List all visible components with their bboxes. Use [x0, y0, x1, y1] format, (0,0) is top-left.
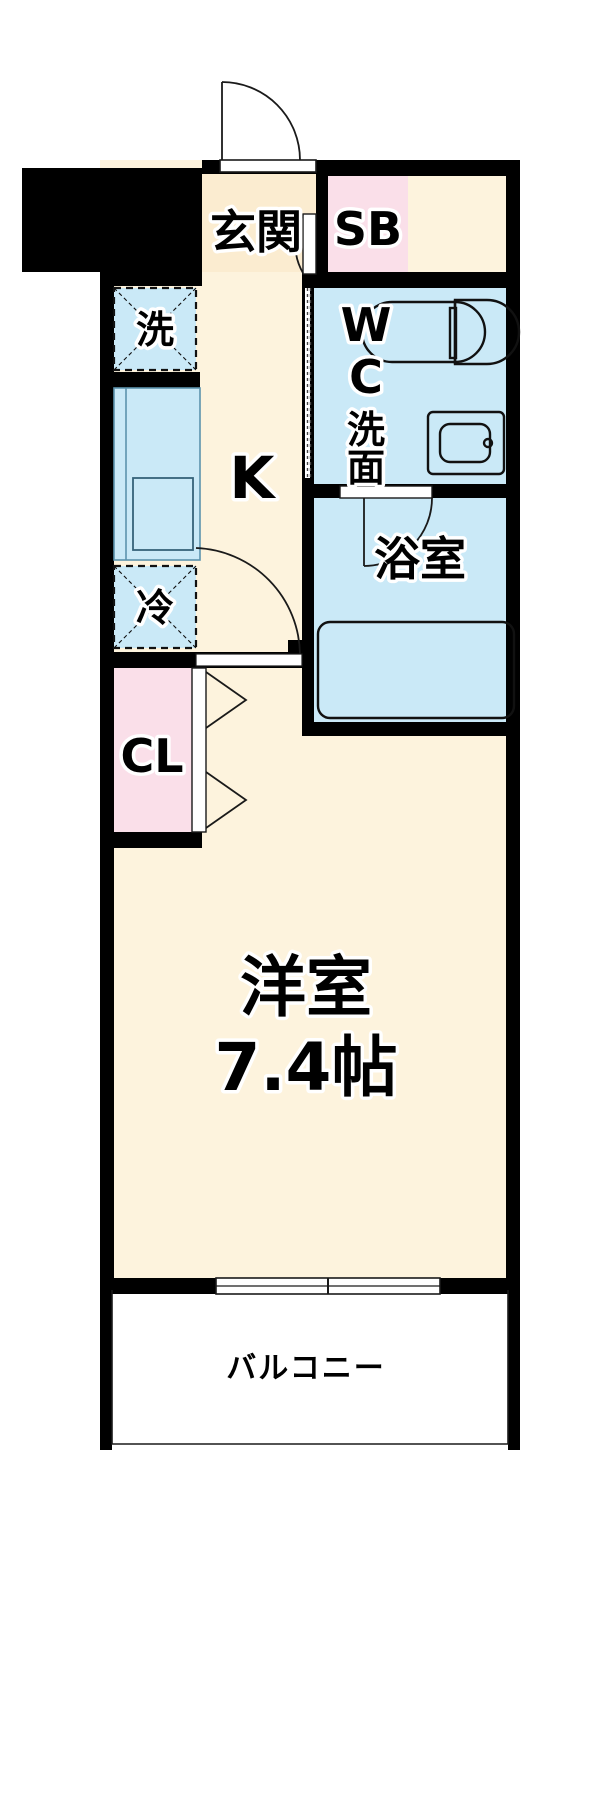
label-senmen-2: 面 [347, 446, 385, 490]
kitchen-counter [113, 387, 201, 561]
wall-top-right [316, 160, 520, 176]
washbasin-icon [426, 410, 506, 476]
washer-slot [112, 286, 198, 372]
wall-wc-top [312, 272, 520, 288]
room-wc-washroom [312, 286, 520, 484]
label-senmen-1: 洗 [347, 408, 385, 452]
wall-right-main [506, 280, 520, 1292]
bath-door [339, 485, 433, 567]
wall-bath-bottom [302, 722, 520, 736]
wall-bottom-left [100, 1278, 216, 1294]
floor-balcony [100, 1290, 520, 1450]
wc-sliding-door [305, 288, 312, 478]
label-balcony: バルコニー [226, 1351, 385, 1386]
fridge-slot [112, 564, 198, 650]
wall-left-main [100, 272, 114, 1292]
wall-top-left-block [22, 168, 202, 272]
balcony-window [215, 1277, 441, 1295]
toilet-icon [360, 298, 521, 366]
label-sb: SB [334, 202, 402, 256]
room-closet [112, 668, 192, 832]
genkan-inner-door [246, 213, 317, 275]
label-wc-w: W [341, 298, 392, 352]
label-main-room-size: 7.4帖 [215, 1029, 398, 1106]
label-kitchen: K [230, 444, 277, 512]
wc-door-track [305, 288, 310, 478]
wall-bottom-right [440, 1278, 520, 1294]
label-main-room: 洋室 [240, 949, 372, 1026]
label-closet: CL [120, 729, 183, 783]
room-bath [312, 496, 520, 724]
room-sb [328, 176, 408, 272]
label-wc-c: C [349, 350, 383, 404]
bathtub-icon [316, 620, 516, 720]
label-fridge: 冷 [136, 586, 174, 630]
wall-cl-top [100, 652, 202, 668]
wall-cl-bottom [100, 832, 202, 848]
label-bath: 浴室 [374, 532, 466, 586]
closet-door [191, 667, 248, 833]
wall-balcony-right [508, 1290, 520, 1450]
kitchen-door-threshold [195, 653, 303, 667]
wall-washer-top [100, 272, 202, 286]
entrance-door [219, 81, 317, 173]
label-washer: 洗 [136, 308, 174, 352]
balcony-outline [111, 1290, 509, 1445]
wall-right-upper [506, 160, 520, 292]
entrance-door-threshold [219, 159, 317, 173]
label-genkan: 玄関 [210, 205, 302, 259]
wall-counter-top [100, 372, 200, 388]
wall-bath-left [302, 484, 314, 736]
sink-basin [132, 477, 194, 551]
wall-balcony-left [100, 1290, 112, 1450]
genkan-door-frame [302, 213, 317, 275]
wall-sb-left [316, 174, 328, 274]
bath-door-threshold [339, 485, 433, 499]
closet-door-panel [191, 667, 207, 833]
kitchen-door [195, 547, 303, 667]
wet-rooms [112, 176, 520, 832]
room-labels: 玄関 SB W C 洗 面 浴室 K CL 洗 冷 洋室 7.4帖 バルコニー [117, 199, 470, 1390]
